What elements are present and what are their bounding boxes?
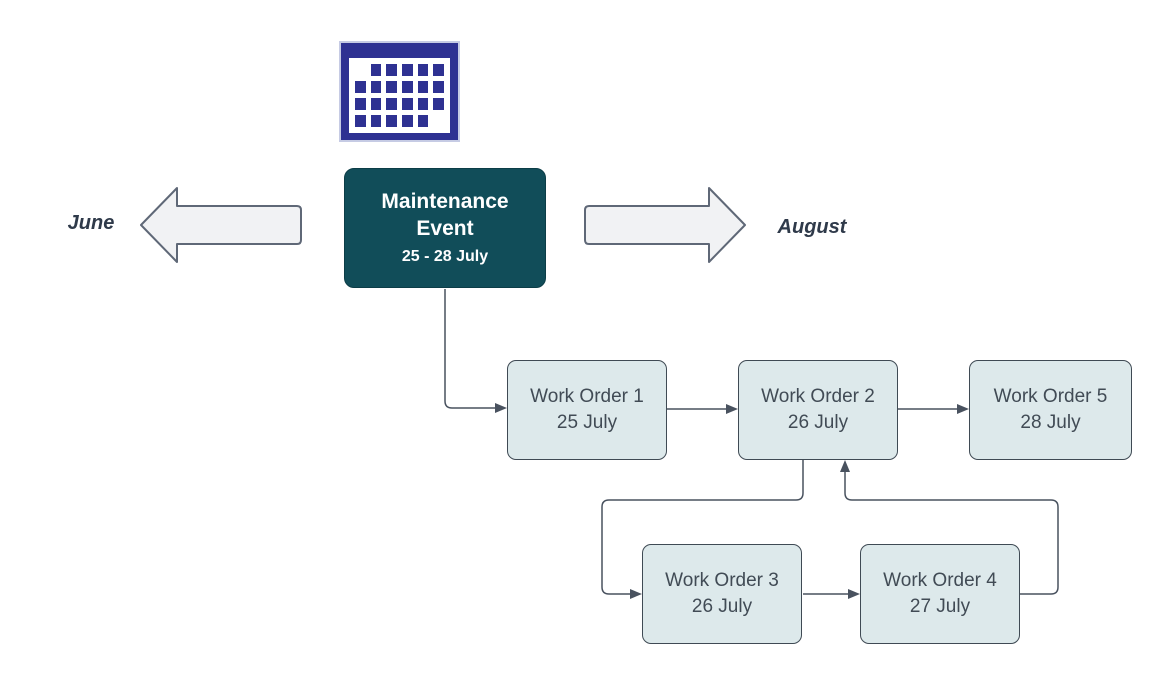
work-order-1-node: Work Order 1 25 July <box>507 360 667 460</box>
work-order-4-name: Work Order 4 <box>883 570 997 591</box>
work-order-2-name: Work Order 2 <box>761 386 875 407</box>
work-order-3-name: Work Order 3 <box>665 570 779 591</box>
timeline-arrow-left-shape <box>140 187 302 263</box>
work-order-1-date: 25 July <box>556 412 618 433</box>
maintenance-event-title: Maintenance Event <box>381 189 509 240</box>
work-order-2-date: 26 July <box>787 412 849 433</box>
connector-wo4-to-wo2 <box>840 460 1059 595</box>
maintenance-event-dates: 25 - 28 July <box>401 247 489 265</box>
work-order-3-date: 26 July <box>691 596 753 617</box>
timeline-arrow-right-shape <box>584 187 746 263</box>
calendar-icon-grid <box>349 58 450 133</box>
connector-wo2-to-wo3 <box>601 460 804 599</box>
connector-event-to-wo1 <box>444 289 507 413</box>
work-order-4-date: 27 July <box>909 596 971 617</box>
work-order-5-name: Work Order 5 <box>993 386 1108 407</box>
calendar-icon <box>339 41 460 142</box>
work-order-1-name: Work Order 1 <box>530 386 644 407</box>
august-label: August <box>777 216 847 238</box>
work-order-5-node: Work Order 5 28 July <box>969 360 1132 460</box>
work-order-2-node: Work Order 2 26 July <box>738 360 898 460</box>
work-order-4-node: Work Order 4 27 July <box>860 544 1020 644</box>
work-order-3-node: Work Order 3 26 July <box>642 544 802 644</box>
maintenance-event-node: Maintenance Event 25 - 28 July <box>344 168 546 288</box>
june-label: June <box>67 212 115 234</box>
work-order-5-date: 28 July <box>1020 412 1081 433</box>
